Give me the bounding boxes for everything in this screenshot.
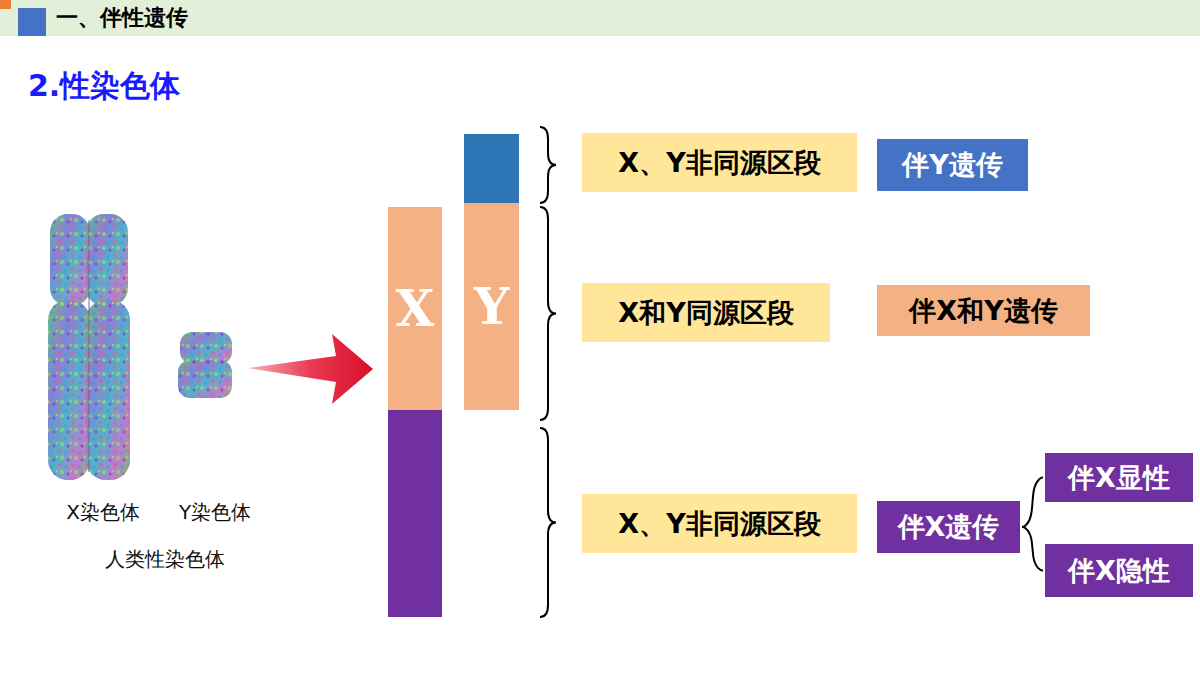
inheritance-box: 伴X和Y遗传 — [877, 285, 1090, 336]
header-square — [18, 8, 46, 36]
header-band-text: 一、伴性遗传 — [0, 0, 1200, 36]
brace-connector — [1022, 527, 1043, 571]
header-band — [0, 0, 1200, 36]
node-text: 一、伴性遗传 — [56, 3, 188, 33]
section-title: 2.性染色体 — [28, 66, 180, 107]
node-text: X — [396, 279, 435, 338]
curly-brace — [540, 207, 556, 420]
node-text: 伴X隐性 — [1068, 553, 1170, 589]
inheritance-box: 伴X遗传 — [877, 501, 1020, 553]
y-nonhomologous-segment — [464, 134, 519, 203]
inheritance-box: 伴Y遗传 — [877, 139, 1028, 191]
region-box: X、Y非同源区段 — [582, 133, 857, 192]
figure-label: X染色体 — [66, 499, 140, 526]
x-homologous-segment: X — [388, 207, 442, 410]
node-text: 伴X和Y遗传 — [909, 293, 1057, 329]
y-chromosome — [178, 332, 232, 398]
inheritance-subtype-box: 伴X隐性 — [1045, 544, 1193, 597]
x-nonhomologous-segment — [388, 410, 442, 617]
region-box: X和Y同源区段 — [582, 283, 830, 342]
node-text: 伴Y遗传 — [902, 147, 1003, 183]
curly-brace — [540, 127, 556, 203]
inheritance-subtype-box: 伴X显性 — [1045, 453, 1193, 502]
figure-label: Y染色体 — [179, 499, 251, 526]
braces — [540, 127, 556, 617]
node-text: X、Y非同源区段 — [618, 145, 820, 181]
node-text: Y — [474, 277, 510, 336]
red-arrow — [248, 334, 373, 404]
region-box: X、Y非同源区段 — [582, 494, 857, 553]
y-homologous-segment: Y — [464, 203, 519, 410]
x-chromosome — [48, 214, 130, 480]
header-square — [0, 0, 11, 9]
node-text: 伴X遗传 — [898, 509, 1000, 545]
node-text: 伴X显性 — [1068, 460, 1170, 496]
curly-brace — [540, 428, 556, 617]
node-text: X和Y同源区段 — [618, 295, 793, 331]
brace-connector — [1022, 478, 1043, 528]
node-text: X、Y非同源区段 — [618, 506, 820, 542]
figure-label: 人类性染色体 — [105, 546, 225, 573]
